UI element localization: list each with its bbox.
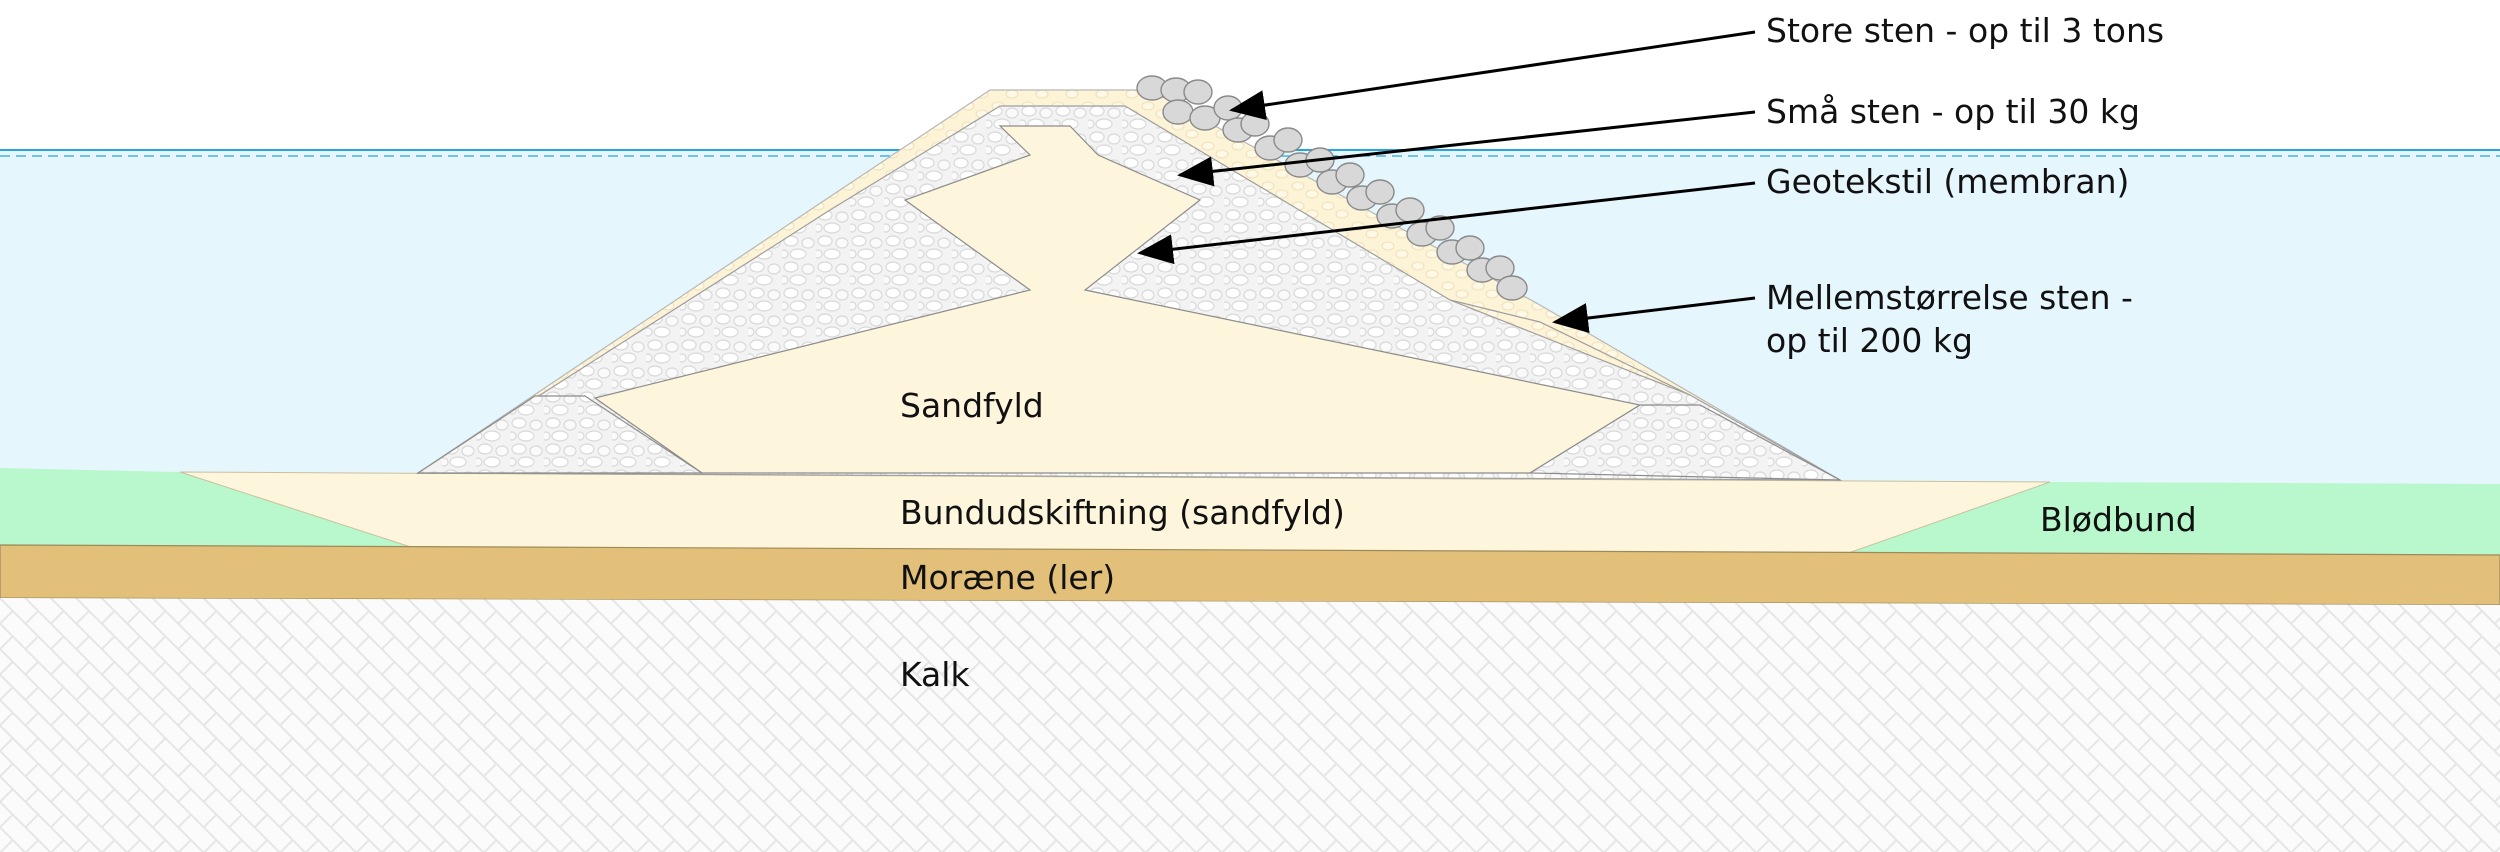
- label-bundudskiftning: Bundudskiftning (sandfyld): [900, 493, 1345, 532]
- label-bloedbund: Blødbund: [2040, 500, 2197, 539]
- soft-bottom-left: [0, 468, 420, 550]
- annotation-arrows: [1137, 30, 1756, 333]
- label-kalk: Kalk: [900, 655, 970, 694]
- label-moraene: Moræne (ler): [900, 558, 1115, 597]
- label-sandfyld: Sandfyld: [900, 386, 1044, 425]
- label-geotekstil: Geotekstil (membran): [1766, 162, 2129, 201]
- label-store-sten: Store sten - op til 3 tons: [1766, 11, 2164, 50]
- soft-bottom-right: [1840, 482, 2500, 556]
- toe-stones-left: [415, 395, 705, 474]
- toe-stones-right: [1527, 404, 1841, 481]
- label-smaa-sten: Små sten - op til 30 kg: [1766, 92, 2140, 131]
- arrow-store-sten: [1229, 30, 1756, 120]
- label-mellem-sten-line2: op til 200 kg: [1766, 321, 1973, 360]
- dike-body: [415, 89, 1843, 481]
- arrow-smaa-sten: [1177, 110, 1756, 187]
- moraine-layer: [0, 544, 2500, 606]
- arrow-geotekstil: [1137, 181, 1756, 265]
- limestone-layer: [0, 598, 2500, 852]
- label-mellem-sten-line1: Mellemstørrelse sten -: [1766, 278, 2133, 317]
- arrow-mellem-sten: [1552, 296, 1756, 333]
- berm-outline: [1449, 299, 1691, 396]
- armour-stones: [1136, 75, 1528, 301]
